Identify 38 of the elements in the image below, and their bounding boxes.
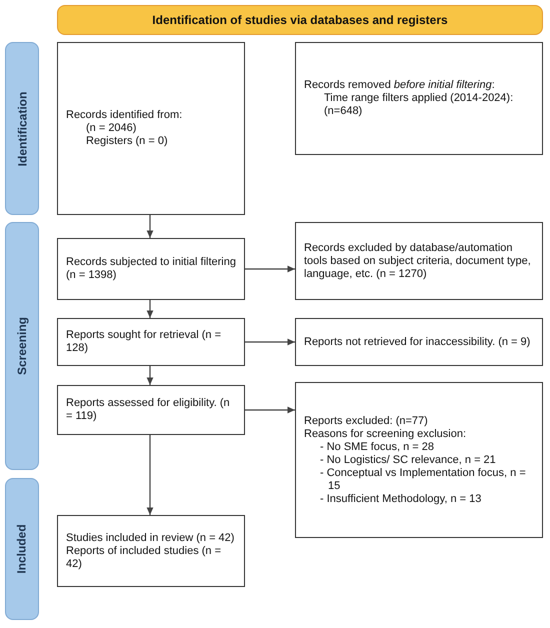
box-text: Records excluded by database/automation tools based on subject criteria, document type, language, etc. (n = 1270) (304, 242, 532, 280)
process-box (295, 382, 543, 538)
box-text: Records identified from: (66, 109, 184, 122)
box-text: Registers (n = 0) (85, 135, 169, 148)
box-text: Records removed before initial filtering: (304, 79, 496, 92)
arrow (245, 406, 295, 414)
arrow (245, 266, 295, 272)
arrow (146, 435, 154, 515)
process-box (57, 42, 245, 215)
box-text: Reasons for screening exclusion: (304, 428, 468, 440)
title-banner: Identification of studies via databases and registers (57, 5, 543, 35)
arrow (245, 338, 295, 346)
box-text: (n = 2046) (85, 122, 138, 135)
phase-band: Identification (5, 42, 39, 215)
phase-band: Included (5, 478, 39, 620)
phase-band: Screening (5, 222, 39, 470)
box-text: Reports sought for retrieval (n = 128) (66, 329, 222, 355)
box-text: - Insufficient Methodology, n = 13 (319, 492, 482, 506)
box-text: Time range filters applied (2014-2024): (n=648) (323, 92, 514, 118)
box-text: - No Logistics/ SC relevance, n = 21 (319, 454, 497, 466)
box-text: Reports excluded: (n=77) (304, 414, 429, 428)
process-box (57, 385, 245, 435)
process-box (295, 222, 543, 300)
process-box (57, 318, 245, 366)
arrow (146, 366, 154, 385)
box-text: Records subjected to initial filtering (n = 1398) (66, 256, 236, 282)
process-box (295, 42, 543, 155)
box-text: - No SME focus, n = 28 (319, 440, 436, 454)
box-text: Reports assessed for eligibility. (n = 119) (66, 397, 231, 423)
process-box (295, 318, 543, 366)
box-text: Studies included in review (n = 42) (66, 532, 236, 544)
process-box (57, 238, 245, 300)
process-box (57, 515, 245, 587)
arrow (146, 215, 154, 238)
box-text: - Conceptual vs Implementation focus, n = 15 (319, 466, 527, 492)
arrow (146, 300, 154, 318)
box-text: Reports of included studies (n = 42) (66, 544, 222, 570)
box-text: Reports not retrieved for inaccessibility. (n = 9) (304, 336, 532, 348)
